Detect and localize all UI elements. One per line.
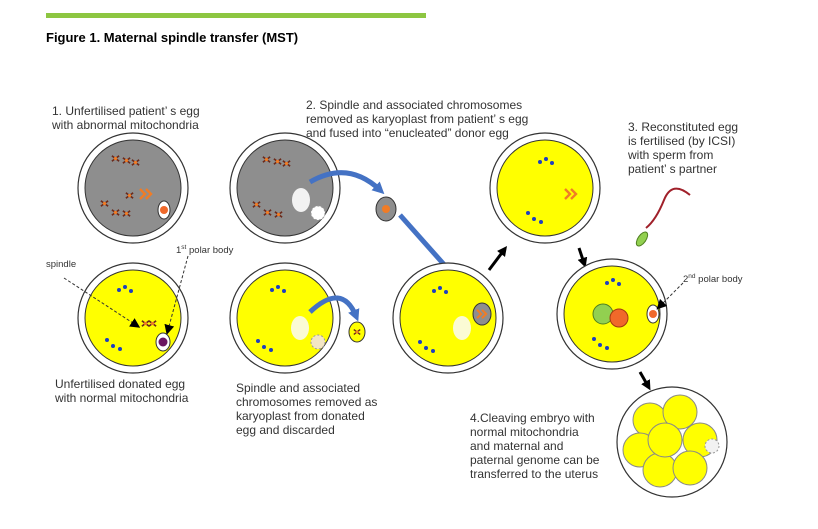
fertilised-egg: [556, 258, 668, 370]
second-polar-body-label: 2nd polar body: [683, 273, 743, 286]
donated-egg: [77, 262, 189, 374]
sperm: [635, 187, 691, 247]
flow-arrow-down-2: [638, 371, 651, 391]
figure-title: Figure 1. Maternal spindle transfer (MST…: [46, 30, 299, 45]
header-accent-bar: [46, 13, 426, 18]
cleaving-embryo: [616, 386, 728, 498]
spindle-pointer: [63, 277, 141, 328]
step3-label: 3. Reconstituted egg is fertilised (by I…: [628, 120, 739, 176]
maternal-pronucleus: [609, 308, 629, 328]
second-polar-body-pointer: [656, 282, 684, 310]
flow-arrow-up: [487, 246, 507, 271]
patient-egg: [77, 132, 189, 244]
spindle-label: spindle: [46, 259, 77, 270]
donor-karyoplast-discarded: [348, 321, 366, 343]
curved-arrow-patient: [308, 170, 385, 195]
donated-egg-enucleated: [229, 262, 341, 374]
curved-arrow-donor: [308, 295, 360, 322]
step1-label: 1. Unfertilised patient’ s egg with abno…: [52, 104, 200, 132]
first-polar-body-pointer: [164, 255, 189, 335]
flow-arrow-down-1: [577, 247, 588, 268]
egg-with-transferred-spindle: [489, 132, 601, 244]
patient-karyoplast: [375, 196, 397, 222]
step2-label: 2. Spindle and associated chromosomes re…: [306, 98, 529, 140]
reconstituted-egg: [392, 262, 504, 374]
patient-egg-spindle-removed: [229, 132, 341, 244]
first-polar-body-label: 1st polar body: [176, 244, 234, 257]
step4-label: 4.Cleaving embryo with normal mitochondr…: [470, 411, 600, 481]
donated-egg-label: Unfertilised donated egg with normal mit…: [55, 377, 189, 405]
spindle-removed-label: Spindle and associated chromosomes remov…: [236, 381, 378, 437]
